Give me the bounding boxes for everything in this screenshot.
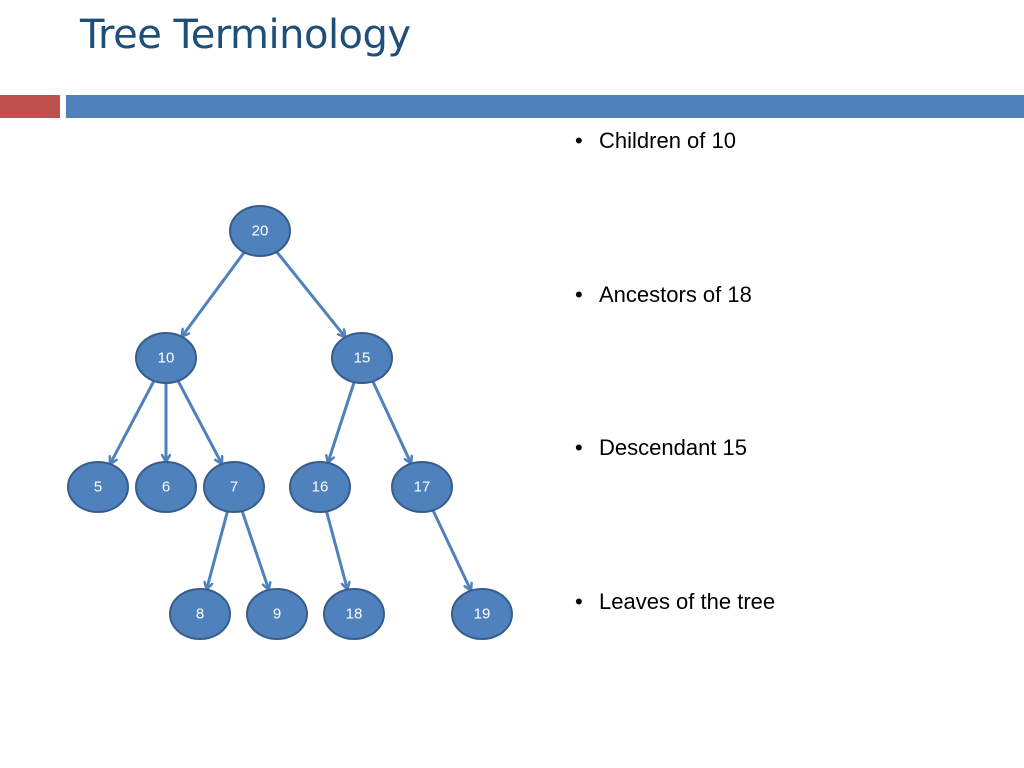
bullet-text: Descendant 15 <box>599 435 747 460</box>
edge-16-to-18 <box>325 511 348 589</box>
tree-node-19: 19 <box>451 588 513 640</box>
node-circle <box>391 461 453 513</box>
bullet-marker: • <box>575 589 583 614</box>
bullet-marker: • <box>575 128 583 153</box>
bullet-text: Leaves of the tree <box>599 589 776 614</box>
node-circle <box>135 461 197 513</box>
node-label: 18 <box>346 606 363 623</box>
node-label: 19 <box>474 606 491 623</box>
edge-17-to-19 <box>431 509 471 590</box>
node-label: 8 <box>196 606 204 623</box>
bullet-marker: • <box>575 435 583 460</box>
node-circle <box>203 461 265 513</box>
edge-15-to-17 <box>371 380 411 463</box>
node-circle <box>229 205 291 257</box>
edge-10-to-7 <box>176 380 222 464</box>
edge-7-to-8 <box>207 511 229 589</box>
bullet-item-descendant-15: • Descendant 15 <box>575 435 747 461</box>
edge-7-to-9 <box>240 510 269 590</box>
title-accent-red-bar <box>0 95 60 118</box>
node-circle <box>331 332 393 384</box>
slide-title: Tree Terminology <box>80 12 411 58</box>
node-circle <box>451 588 513 640</box>
node-circle <box>169 588 231 640</box>
node-label: 5 <box>94 479 102 496</box>
tree-node-17: 17 <box>391 461 453 513</box>
node-label: 10 <box>158 350 175 367</box>
tree-node-10: 10 <box>135 332 197 384</box>
node-circle <box>67 461 129 513</box>
bullet-item-children-of-10: • Children of 10 <box>575 128 736 154</box>
node-label: 15 <box>354 350 371 367</box>
tree-node-5: 5 <box>67 461 129 513</box>
edge-15-to-16 <box>328 381 356 463</box>
edge-20-to-10 <box>182 251 246 336</box>
bullet-item-ancestors-of-18: • Ancestors of 18 <box>575 282 752 308</box>
node-label: 16 <box>312 479 329 496</box>
tree-node-7: 7 <box>203 461 265 513</box>
tree-node-15: 15 <box>331 332 393 384</box>
node-label: 9 <box>273 606 281 623</box>
node-circle <box>323 588 385 640</box>
tree-node-8: 8 <box>169 588 231 640</box>
bullet-text: Children of 10 <box>599 128 736 153</box>
tree-node-18: 18 <box>323 588 385 640</box>
tree-node-9: 9 <box>246 588 308 640</box>
bullet-text: Ancestors of 18 <box>599 282 752 307</box>
edge-10-to-5 <box>110 380 156 464</box>
node-circle <box>135 332 197 384</box>
node-label: 6 <box>162 479 170 496</box>
title-accent-blue-bar <box>66 95 1024 118</box>
node-circle <box>289 461 351 513</box>
bullet-item-leaves-of-the-tree: • Leaves of the tree <box>575 589 775 615</box>
bullet-marker: • <box>575 282 583 307</box>
tree-node-6: 6 <box>135 461 197 513</box>
node-label: 7 <box>230 479 238 496</box>
tree-node-16: 16 <box>289 461 351 513</box>
node-label: 17 <box>414 479 431 496</box>
edge-20-to-15 <box>275 250 346 337</box>
node-circle <box>246 588 308 640</box>
tree-node-20: 20 <box>229 205 291 257</box>
node-label: 20 <box>252 223 269 240</box>
